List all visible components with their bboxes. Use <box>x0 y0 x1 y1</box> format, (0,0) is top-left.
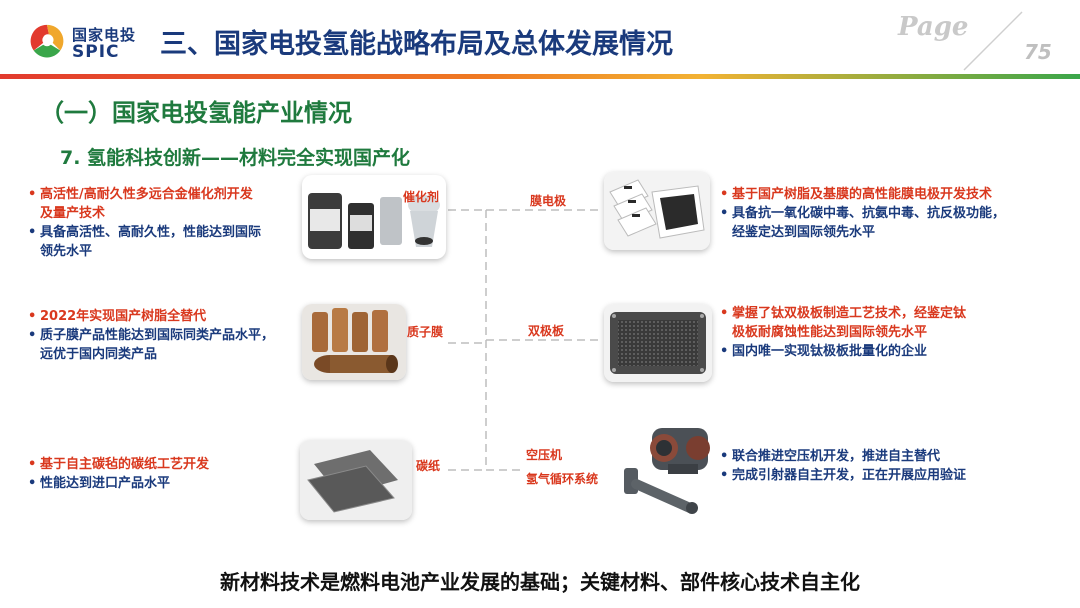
membrane-highlight: 2022年实现国产树脂全替代 <box>28 307 300 326</box>
section-title: （一）国家电投氢能产业情况 <box>40 99 352 127</box>
mea-image <box>604 172 710 250</box>
logo-text-en: SPIC <box>72 42 120 62</box>
footer-summary: 新材料技术是燃料电池产业发展的基础；关键材料、部件核心技术自主化 <box>220 570 860 594</box>
bipolar-plate-detail: 国内唯一实现钛极板批量化的企业 <box>720 342 1060 361</box>
carbon-paper-label: 碳纸 <box>416 459 441 473</box>
membrane-detail: 质子膜产品性能达到国际同类产品水平，远优于国内同类产品 <box>28 326 300 364</box>
logo-text-cn: 国家电投 <box>72 26 137 44</box>
sub-title: 7. 氢能科技创新——材料完全实现国产化 <box>60 147 411 169</box>
spic-logo-icon <box>30 24 64 58</box>
membrane-image <box>302 304 406 380</box>
membrane-label: 质子膜 <box>407 325 444 339</box>
compressor-detail-2: 完成引射器自主开发，正在开展应用验证 <box>720 466 1060 485</box>
mea-highlight: 基于国产树脂及基膜的高性能膜电极开发技术 <box>720 185 1060 204</box>
carbon-paper-highlight: 基于自主碳毡的碳纸工艺开发 <box>28 455 300 474</box>
hydrogen-circulation-label: 氢气循环系统 <box>526 472 599 486</box>
carbon-paper-text: 基于自主碳毡的碳纸工艺开发 性能达到进口产品水平 <box>28 455 300 493</box>
catalyst-label: 催化剂 <box>403 190 440 204</box>
mea-detail: 具备抗一氧化碳中毒、抗氨中毒、抗反极功能，经鉴定达到国际领先水平 <box>720 204 1060 242</box>
page-number: 75 <box>1024 40 1052 64</box>
catalyst-image <box>302 175 446 259</box>
carbon-paper-image <box>300 440 412 520</box>
page-slash-divider <box>963 11 1023 71</box>
catalyst-detail: 具备高活性、高耐久性，性能达到国际领先水平 <box>28 223 300 261</box>
spic-logo: 国家电投 SPIC <box>28 20 138 64</box>
header-rule <box>0 74 1080 79</box>
compressor-image <box>624 428 710 514</box>
compressor-detail-1: 联合推进空压机开发，推进自主替代 <box>720 447 1060 466</box>
air-compressor-label: 空压机 <box>526 448 563 462</box>
bipolar-plate-image <box>604 304 712 382</box>
mea-label: 膜电极 <box>530 194 567 208</box>
page-word: Page <box>898 12 969 42</box>
membrane-text: 2022年实现国产树脂全替代 质子膜产品性能达到国际同类产品水平，远优于国内同类… <box>28 307 300 364</box>
page-title: 三、国家电投氢能战略布局及总体发展情况 <box>160 29 673 60</box>
mea-text: 基于国产树脂及基膜的高性能膜电极开发技术 具备抗一氧化碳中毒、抗氨中毒、抗反极功… <box>720 185 1060 242</box>
carbon-paper-detail: 性能达到进口产品水平 <box>28 474 300 493</box>
bipolar-plate-label: 双极板 <box>528 324 565 338</box>
compressor-text: 联合推进空压机开发，推进自主替代 完成引射器自主开发，正在开展应用验证 <box>720 447 1060 485</box>
